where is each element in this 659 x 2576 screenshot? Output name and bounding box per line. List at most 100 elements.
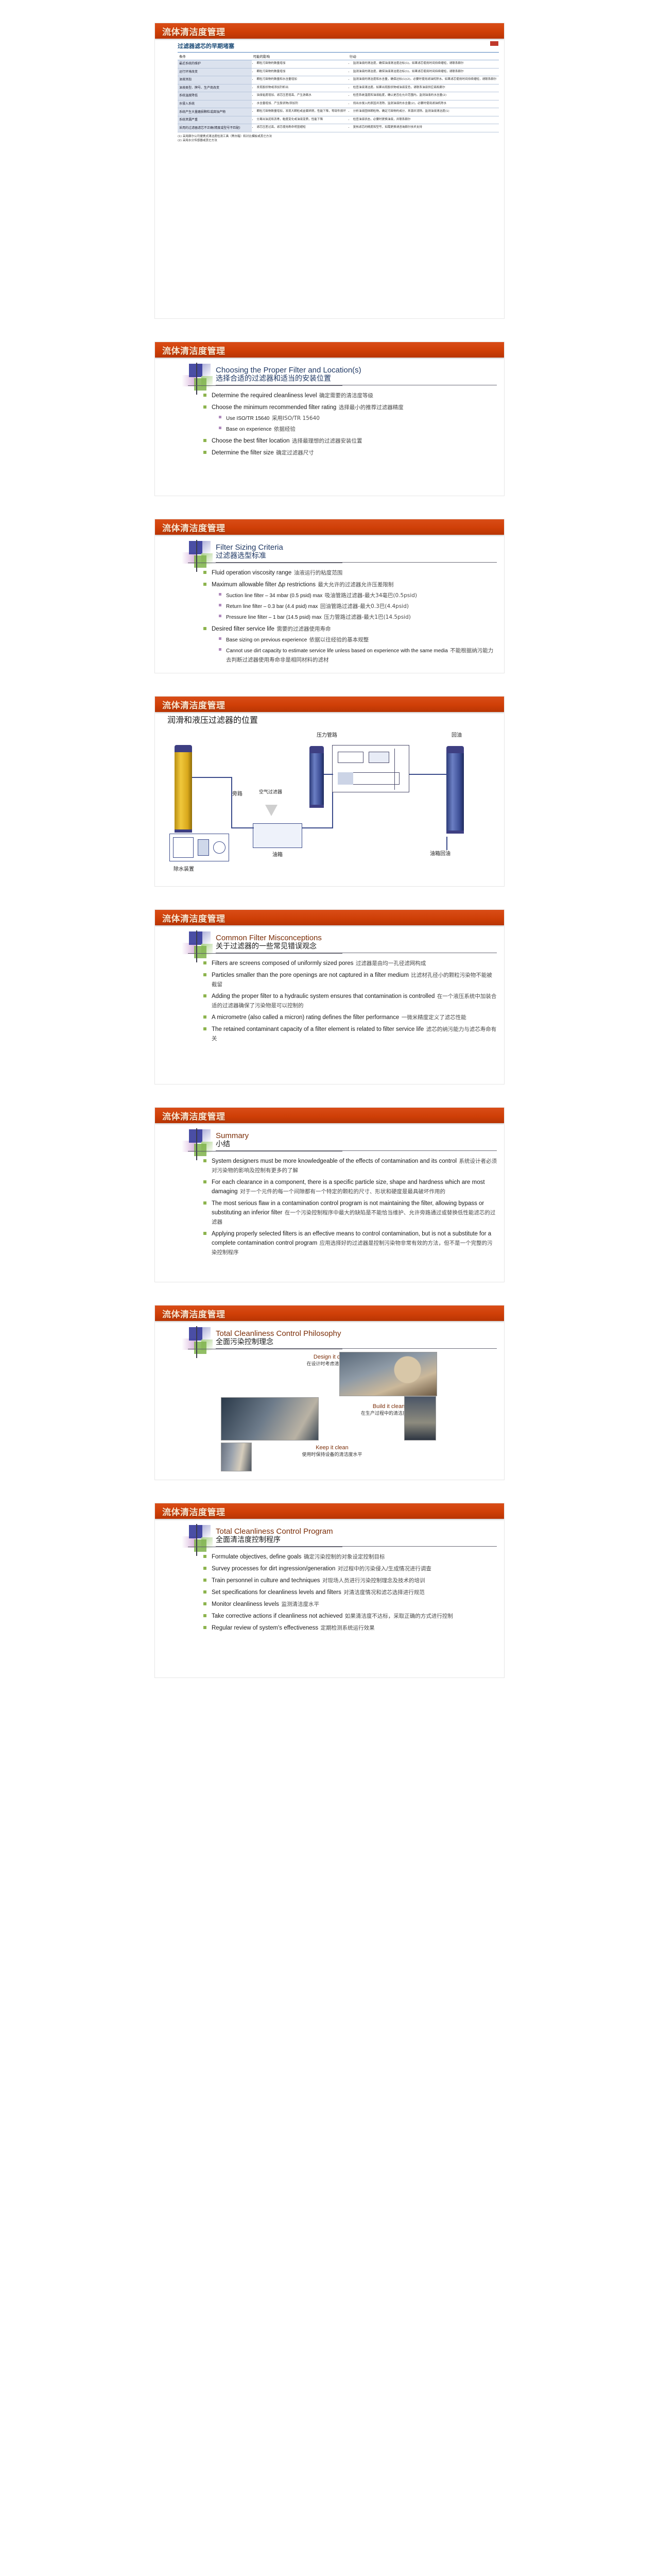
caption-zh-keep: 使用时保持设备的清洁度水平 — [302, 1452, 362, 1458]
caption-zh-build: 在生产过程中的清洁度控制 — [360, 1411, 417, 1417]
cell-condition: 采用的过滤器滤芯不正确(精度或型号不匹配) — [178, 124, 252, 132]
title-zh: 选择合适的过滤器和适当的安装位置 — [216, 375, 331, 383]
title-underline — [216, 1150, 497, 1151]
dewatering-unit — [169, 834, 229, 861]
bullet-text-en: For each clearance in a component, there… — [212, 1179, 485, 1195]
list-item: 颗粒污染物数量增加，发现大颗粒或金属碎屑，性能下降，零部件损坏 — [257, 110, 346, 114]
slide-filter-locations-schematic: 流体清洁度管理 润滑和液压过滤器的位置 除水装置 — [154, 696, 505, 887]
sub-bullet-list: Base sizing on previous experience 依据以往经… — [212, 635, 497, 664]
sub-bullet-text-zh: 压力管路过滤器-最大1巴(14.5psid) — [324, 614, 411, 621]
corner-badge — [490, 41, 499, 46]
bullet-text-en: Survey processes for dirt ingression/gen… — [212, 1566, 336, 1572]
air-filter-cone — [265, 805, 278, 816]
slide-banner: 流体清洁度管理 — [155, 1108, 504, 1123]
sub-bullet-item: Pressure line filter – 1 bar (14.5 psid)… — [219, 612, 497, 621]
sub-bullet-item: Base sizing on previous experience 依据以往经… — [219, 635, 497, 644]
philosophy-photo-row: Design it clean 在设计时考虑清洁度控制 Build it cle… — [162, 1352, 497, 1480]
bullet-text-en: Adding the proper filter to a hydraulic … — [212, 993, 435, 1000]
bullet-item: Filters are screens composed of uniforml… — [203, 958, 497, 968]
slide-banner: 流体清洁度管理 — [155, 519, 504, 535]
bullet-text-zh: 在一个污染控制程序中最大的缺陷是不能恰当维护、允许旁路通过或替换低性能滤芯的过滤… — [212, 1210, 496, 1226]
title-en: Common Filter Misconceptions — [216, 934, 322, 942]
bullet-text-zh: 滤芯的纳污能力与滤芯寿命有关 — [212, 1026, 497, 1042]
slide-choosing-proper-filter: 流体清洁度管理 Choosing the Proper Filter and L… — [154, 342, 505, 496]
hydraulic-circuit-diagram — [332, 745, 409, 792]
list-item: 油液粘度增加、滤芯压差增高、产生游离水 — [257, 94, 346, 98]
bullet-item: Maximum allowable filter Δp restrictions… — [203, 580, 497, 621]
bullet-text-zh: 确定需要的清洁度等级 — [319, 393, 374, 399]
slide-summary: 流体清洁度管理 Summary 小结 System designers must… — [154, 1107, 505, 1282]
cell-effects: 油液粘度增加、滤芯压差增高、产生游离水 — [251, 92, 348, 100]
col-actions: 行动 — [348, 52, 499, 60]
cell-condition: 油液类型、牌号、生产商改变 — [178, 84, 252, 93]
hydraulic-schematic: 除水装置 旁路 空气过滤器 油箱 压力管路 — [162, 727, 497, 886]
bullet-text-zh: 对于一个元件的每一个间隙都有一个特定的颗粒的尺寸、形状和硬度是最具破坏作用的 — [239, 1189, 445, 1195]
bullet-list: Fluid operation viscosity range 油液运行的粘度范… — [162, 568, 497, 664]
sub-bullet-text-en: Base on experience — [226, 427, 272, 433]
sub-bullet-text-en: Pressure line filter – 1 bar (14.5 psid)… — [226, 615, 322, 621]
banner-title: 流体清洁度管理 — [162, 346, 226, 357]
bullet-text-zh: 对过程中的污染侵入/生成情况进行调查 — [337, 1566, 431, 1572]
bullet-text-zh: 一微米精度定义了滤芯性能 — [401, 1014, 466, 1021]
bullet-item: Train personnel in culture and technique… — [203, 1575, 497, 1585]
table-row: 系统产生大量磨损颗粒或腐蚀产物颗粒污染物数量增加，发现大颗粒或金属碎屑，性能下降… — [178, 108, 499, 116]
banner-title: 流体清洁度管理 — [162, 1507, 226, 1518]
bullet-text-en: Choose the best filter location — [212, 438, 290, 445]
photo-build-it-clean — [221, 1397, 319, 1441]
photo-build-inset — [404, 1396, 436, 1441]
sub-bullet-text-zh: 依据以往经验的基本规整 — [309, 637, 369, 643]
bullet-item: Regular review of system's effectiveness… — [203, 1623, 497, 1632]
cell-actions: 检查系统温度和油液粘度，确认是否在允许范围内。监测油液的水含量(2) — [348, 92, 499, 100]
sub-bullet-list: Suction line filter – 34 mbar (0.5 psid)… — [212, 590, 497, 621]
sub-bullet-text-en: Cannot use dirt capacity to estimate ser… — [226, 648, 448, 654]
bullet-item: Monitor cleanliness levels 监测清洁度水平 — [203, 1599, 497, 1608]
title-zh: 全面清洁度控制程序 — [216, 1536, 281, 1545]
slide-filter-sizing-criteria: 流体清洁度管理 Filter Sizing Criteria 过滤器选型标准 F… — [154, 519, 505, 673]
list-item: 颗粒污染物的数量增加 — [257, 62, 346, 66]
bullet-text-en: Monitor cleanliness levels — [212, 1601, 280, 1608]
cell-effects: 颗粒污染物的数量和水含量增加 — [251, 76, 348, 84]
slide-total-cleanliness-control-program: 流体清洁度管理 Total Cleanliness Control Progra… — [154, 1503, 505, 1678]
cell-condition: 系统温度降低 — [178, 92, 252, 100]
label-pressure-line: 压力管路 — [317, 733, 337, 738]
label-tank: 油箱 — [272, 852, 283, 858]
bullet-text-en: The retained contaminant capacity of a f… — [212, 1026, 424, 1033]
table-footnotes: (1) 采用颇尔公司便携式清洁度检测工具（黑白箱）和对比模板或其它方法 (2) … — [178, 134, 499, 143]
early-clogging-table: 条件 可能的影响 行动 最近系统的维护颗粒污染物的数量增加监测油液的清洁度，确保… — [178, 52, 499, 132]
pipe-segment — [231, 777, 232, 828]
cell-condition: 系统泄漏严重 — [178, 116, 252, 125]
photo-keep-it-clean — [221, 1443, 252, 1472]
bullet-text-zh: 系统设计者必须对污染物的影响及控制有更多的了解 — [212, 1158, 497, 1174]
list-item: 颗粒污染物的数量增加 — [257, 70, 346, 74]
title-en: Choosing the Proper Filter and Location(… — [216, 366, 361, 375]
table-row: 油液添加颗粒污染物的数量和水含量增加 监测油液的清洁度和水含量，确保达标(1)(2… — [178, 76, 499, 84]
caption-zh-design: 在设计时考虑清洁度控制 — [306, 1362, 358, 1367]
title-zh: 全面污染控制理念 — [216, 1338, 273, 1347]
bullet-text-en: Set specifications for cleanliness level… — [212, 1589, 341, 1596]
bullet-text-zh: 过滤器是由均一孔径滤网构成 — [355, 960, 426, 967]
bullet-text-en: Filters are screens composed of uniforml… — [212, 960, 354, 967]
sub-bullet-item: Cannot use dirt capacity to estimate ser… — [219, 646, 497, 664]
bullet-item: For each clearance in a component, there… — [203, 1177, 497, 1196]
cell-effects: 颗粒污染物数量增加，发现大颗粒或金属碎屑，性能下降，零部件损坏 — [251, 108, 348, 116]
title-en: Filter Sizing Criteria — [216, 543, 283, 552]
bullet-item: A micrometre (also called a micron) rati… — [203, 1012, 497, 1022]
slide-title: Filter Sizing Criteria 过滤器选型标准 — [216, 540, 497, 563]
bullet-text-en: Particles smaller than the pore openings… — [212, 972, 409, 979]
table-row: 采用的过滤器滤芯不正确(精度或型号不匹配)滤芯压差过高，滤芯使用寿命明显缩短复核… — [178, 124, 499, 132]
bullet-text-zh: 如果清洁度不达标，采取正确的方式进行控制 — [344, 1613, 453, 1620]
list-item: 监测油液的清洁度和水含量，确保达标(1)(2)。必要时使用滤油机除水。如果滤芯使… — [353, 78, 497, 82]
list-item: 检查油液清洁度。如果出现胶状物或油液变色，请联系油液供应商和颇尔 — [353, 86, 497, 90]
bullet-text-en: Applying properly selected filters is an… — [212, 1231, 492, 1247]
bullet-text-zh: 应用选择好的过滤器是控制污染物非常有效的方法，但不是一个完整的污染控制程序 — [212, 1240, 493, 1256]
photo-design-it-clean — [339, 1352, 437, 1397]
slide-early-clogging-table: 流体清洁度管理 过滤器滤芯的早期堵塞 条件 可能的影响 行动 最近系统的维护颗粒… — [154, 23, 505, 319]
cell-effects: 颗粒污染物的数量增加 — [251, 68, 348, 77]
cell-condition: 油液添加 — [178, 76, 252, 84]
bullet-text-en: Fluid operation viscosity range — [212, 570, 292, 577]
slide-banner: 流体清洁度管理 — [155, 1306, 504, 1321]
title-en: Summary — [216, 1131, 249, 1140]
table-row: 运行环境改变颗粒污染物的数量增加监测油液的清洁度，确保油液清洁度达标(1)。如果… — [178, 68, 499, 77]
title-zh: 小结 — [216, 1140, 230, 1149]
